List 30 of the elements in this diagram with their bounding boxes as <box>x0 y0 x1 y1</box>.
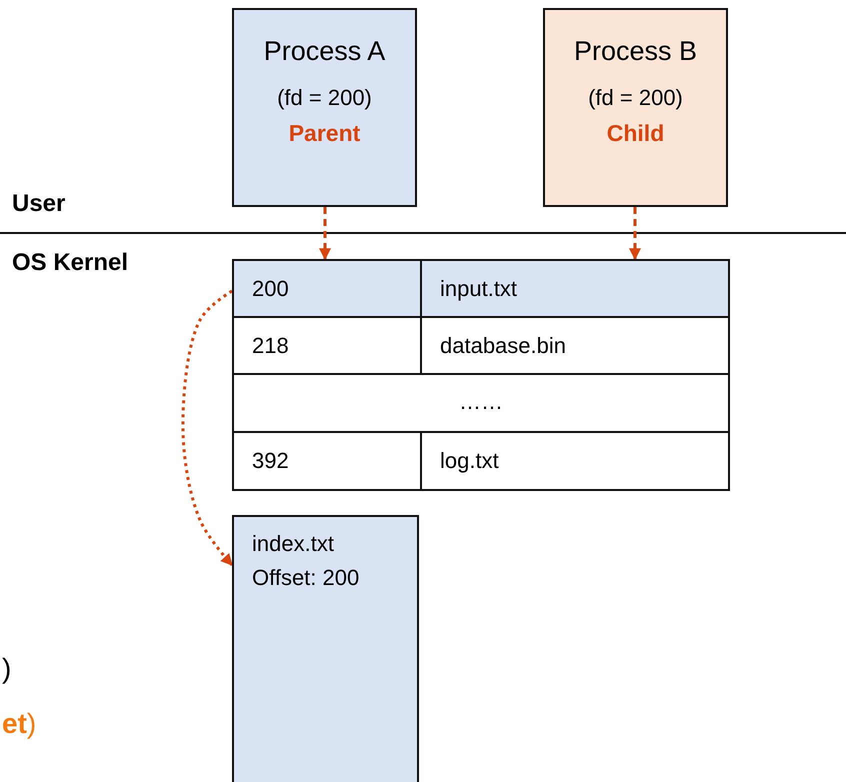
cropped-text: ) <box>2 653 12 685</box>
table-cell <box>232 373 730 433</box>
fd-label: (fd = 200) <box>276 84 373 111</box>
process-name: Process B <box>572 36 698 67</box>
file-name: input.txt <box>440 276 518 302</box>
offset-label: Offset: 200 <box>252 565 360 591</box>
table-cell <box>232 259 422 318</box>
role-label: Parent <box>288 120 362 148</box>
file-name: 392 <box>252 448 289 474</box>
table-cell <box>420 431 730 491</box>
file-name: database.bin <box>440 333 566 359</box>
fd-number: 218 <box>252 333 289 359</box>
layer-label: User <box>12 190 66 218</box>
file-name: index.txt <box>252 531 334 557</box>
table-cell <box>232 431 422 491</box>
process-name: Process A <box>262 36 386 67</box>
role-label: Child <box>606 120 666 148</box>
arrow <box>629 207 641 260</box>
file-entry-box <box>232 515 419 782</box>
process-box <box>232 8 417 207</box>
cropped-text: et) <box>2 708 36 740</box>
arrow <box>319 207 331 260</box>
fd-label: (fd = 200) <box>587 84 684 111</box>
process-box <box>543 8 728 207</box>
fd-number: 200 <box>252 276 289 302</box>
arrow <box>181 290 234 566</box>
ellipsis-text: …… <box>458 389 504 415</box>
fd-number: log.txt <box>440 448 499 474</box>
table-cell <box>420 259 730 318</box>
layer-label: OS Kernel <box>12 249 128 277</box>
